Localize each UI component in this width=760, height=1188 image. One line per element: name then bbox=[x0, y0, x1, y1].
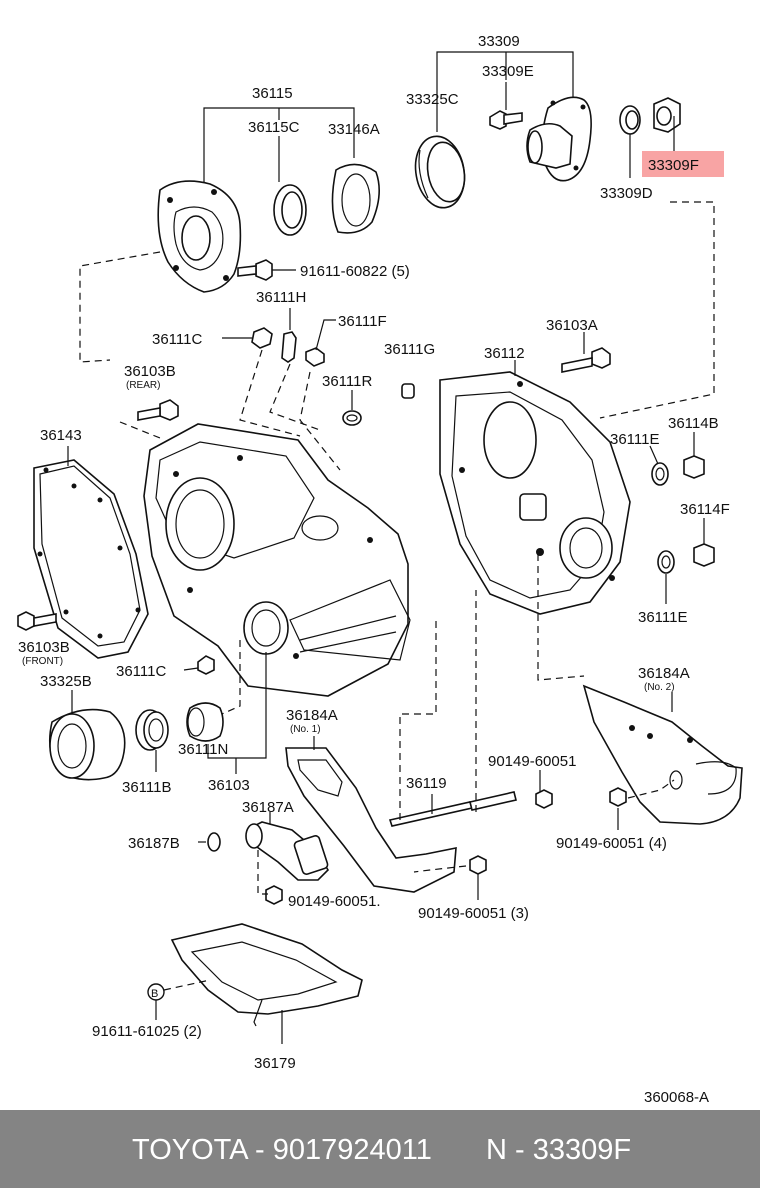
label-36187b: 36187B bbox=[128, 835, 180, 852]
highlight-33309f bbox=[642, 151, 724, 177]
cover-36184a-no1 bbox=[285, 736, 457, 893]
label-36119: 36119 bbox=[406, 775, 447, 792]
lead-36103 bbox=[207, 652, 267, 759]
note-front: (FRONT) bbox=[22, 656, 63, 667]
ring-33146a bbox=[331, 163, 380, 234]
link-no2-cover bbox=[537, 554, 585, 681]
label-36111h: 36111H bbox=[256, 289, 306, 306]
label-36111f: 36111F bbox=[338, 313, 387, 330]
label-36111r: 36111R bbox=[322, 373, 372, 390]
link-cover-to-case bbox=[79, 251, 161, 363]
seal-36115c bbox=[273, 184, 307, 236]
label-36184a-right: 36184A bbox=[638, 665, 690, 682]
oring-36187b bbox=[207, 832, 221, 852]
label-36114f: 36114F bbox=[680, 501, 730, 518]
label-36103: 36103 bbox=[208, 777, 250, 794]
footer-part-code: N - 33309F bbox=[486, 1134, 632, 1166]
label-91611-60822: 91611-60822 (5) bbox=[300, 263, 410, 280]
seal-33309d bbox=[619, 105, 641, 178]
bolt-90149-60051-d bbox=[257, 850, 283, 905]
label-36111e-top: 36111E bbox=[610, 431, 660, 448]
label-36179: 36179 bbox=[254, 1055, 296, 1072]
label-36115c: 36115C bbox=[248, 119, 300, 136]
label-36112: 36112 bbox=[484, 345, 525, 362]
label-diagram-code: 360068-A bbox=[644, 1089, 709, 1106]
extension-case-36112 bbox=[439, 371, 631, 615]
part-labels: 33309 33309E 33325C 33309F 33309D 36115 … bbox=[18, 33, 730, 1106]
label-36111c-top: 36111C bbox=[152, 331, 202, 348]
gasket-36143 bbox=[33, 446, 149, 659]
label-33325b: 33325B bbox=[40, 673, 92, 690]
label-91611-61025: 91611-61025 (2) bbox=[92, 1023, 202, 1040]
label-33146a: 33146A bbox=[328, 121, 380, 138]
bushing-36111n bbox=[186, 702, 224, 742]
nut-33309f bbox=[653, 97, 681, 152]
sensor-36187a bbox=[245, 812, 330, 881]
label-36114b: 36114B bbox=[668, 415, 719, 432]
note-rear: (REAR) bbox=[126, 380, 160, 391]
marker-b: B bbox=[147, 979, 211, 1020]
link-rod-left bbox=[399, 620, 437, 820]
oil-pan-36179 bbox=[170, 923, 363, 1044]
label-90149-60051-top: 90149-60051 bbox=[488, 753, 576, 770]
label-33325c: 33325C bbox=[406, 91, 459, 108]
label-36111e-bottom: 36111E bbox=[638, 609, 688, 626]
label-33309e: 33309E bbox=[482, 63, 534, 80]
parts-diagram: B 33309 33309E 33325C 33309F 33309D 3611… bbox=[17, 33, 743, 1106]
rod-36119 bbox=[388, 791, 517, 827]
label-90149-60051-4: 90149-60051 (4) bbox=[556, 835, 667, 852]
cover-36184a-no2 bbox=[582, 684, 743, 825]
label-36103b-front: 36103B bbox=[18, 639, 70, 656]
label-36111n: 36111N bbox=[178, 741, 228, 758]
note-no2: (No. 2) bbox=[644, 682, 675, 693]
link-33309-to-case bbox=[599, 201, 715, 419]
ring-33325c bbox=[414, 135, 466, 209]
marker-b-label: B bbox=[151, 988, 158, 1000]
bolt-90149-60051-a bbox=[535, 770, 553, 809]
plug-36111c-bottom bbox=[183, 655, 215, 675]
label-90149-60051-3: 90149-60051 (3) bbox=[418, 905, 529, 922]
label-36184a-left: 36184A bbox=[286, 707, 338, 724]
label-33309d: 33309D bbox=[600, 185, 653, 202]
footer-part-number: TOYOTA - 9017924011 bbox=[132, 1134, 432, 1166]
part-33309-group bbox=[414, 51, 724, 209]
sleeve-33325b bbox=[48, 690, 126, 781]
label-36103b-rear: 36103B bbox=[124, 363, 176, 380]
bolt-90149-60051-b bbox=[609, 779, 675, 830]
small-parts-right bbox=[649, 432, 715, 604]
part-36115-group bbox=[157, 107, 380, 293]
cover-36115 bbox=[157, 180, 242, 293]
label-90149-60051-mid: 90149-60051. bbox=[288, 893, 381, 910]
link-bushing bbox=[221, 640, 241, 715]
bolt-90149-60051-c bbox=[413, 855, 487, 900]
transmission-case bbox=[143, 423, 411, 697]
footer-bar: TOYOTA - 9017924011 N - 33309F bbox=[0, 1110, 760, 1188]
small-parts-top bbox=[119, 308, 611, 471]
label-36187a: 36187A bbox=[242, 799, 294, 816]
flange-33309 bbox=[526, 96, 592, 182]
label-36111c-bottom: 36111C bbox=[116, 663, 166, 680]
bolt-91611-60822 bbox=[237, 259, 296, 281]
label-36111b: 36111B bbox=[122, 779, 172, 796]
seal-36111b bbox=[135, 709, 169, 772]
label-36143: 36143 bbox=[40, 427, 82, 444]
label-36103a: 36103A bbox=[546, 317, 598, 334]
bolt-33309e bbox=[489, 110, 523, 130]
label-36111g: 36111G bbox=[384, 341, 435, 358]
bolt-36103b-front bbox=[17, 611, 57, 631]
note-no1: (No. 1) bbox=[290, 724, 321, 735]
label-33309f: 33309F bbox=[648, 157, 699, 174]
label-36115: 36115 bbox=[252, 85, 293, 102]
label-33309: 33309 bbox=[478, 33, 520, 50]
